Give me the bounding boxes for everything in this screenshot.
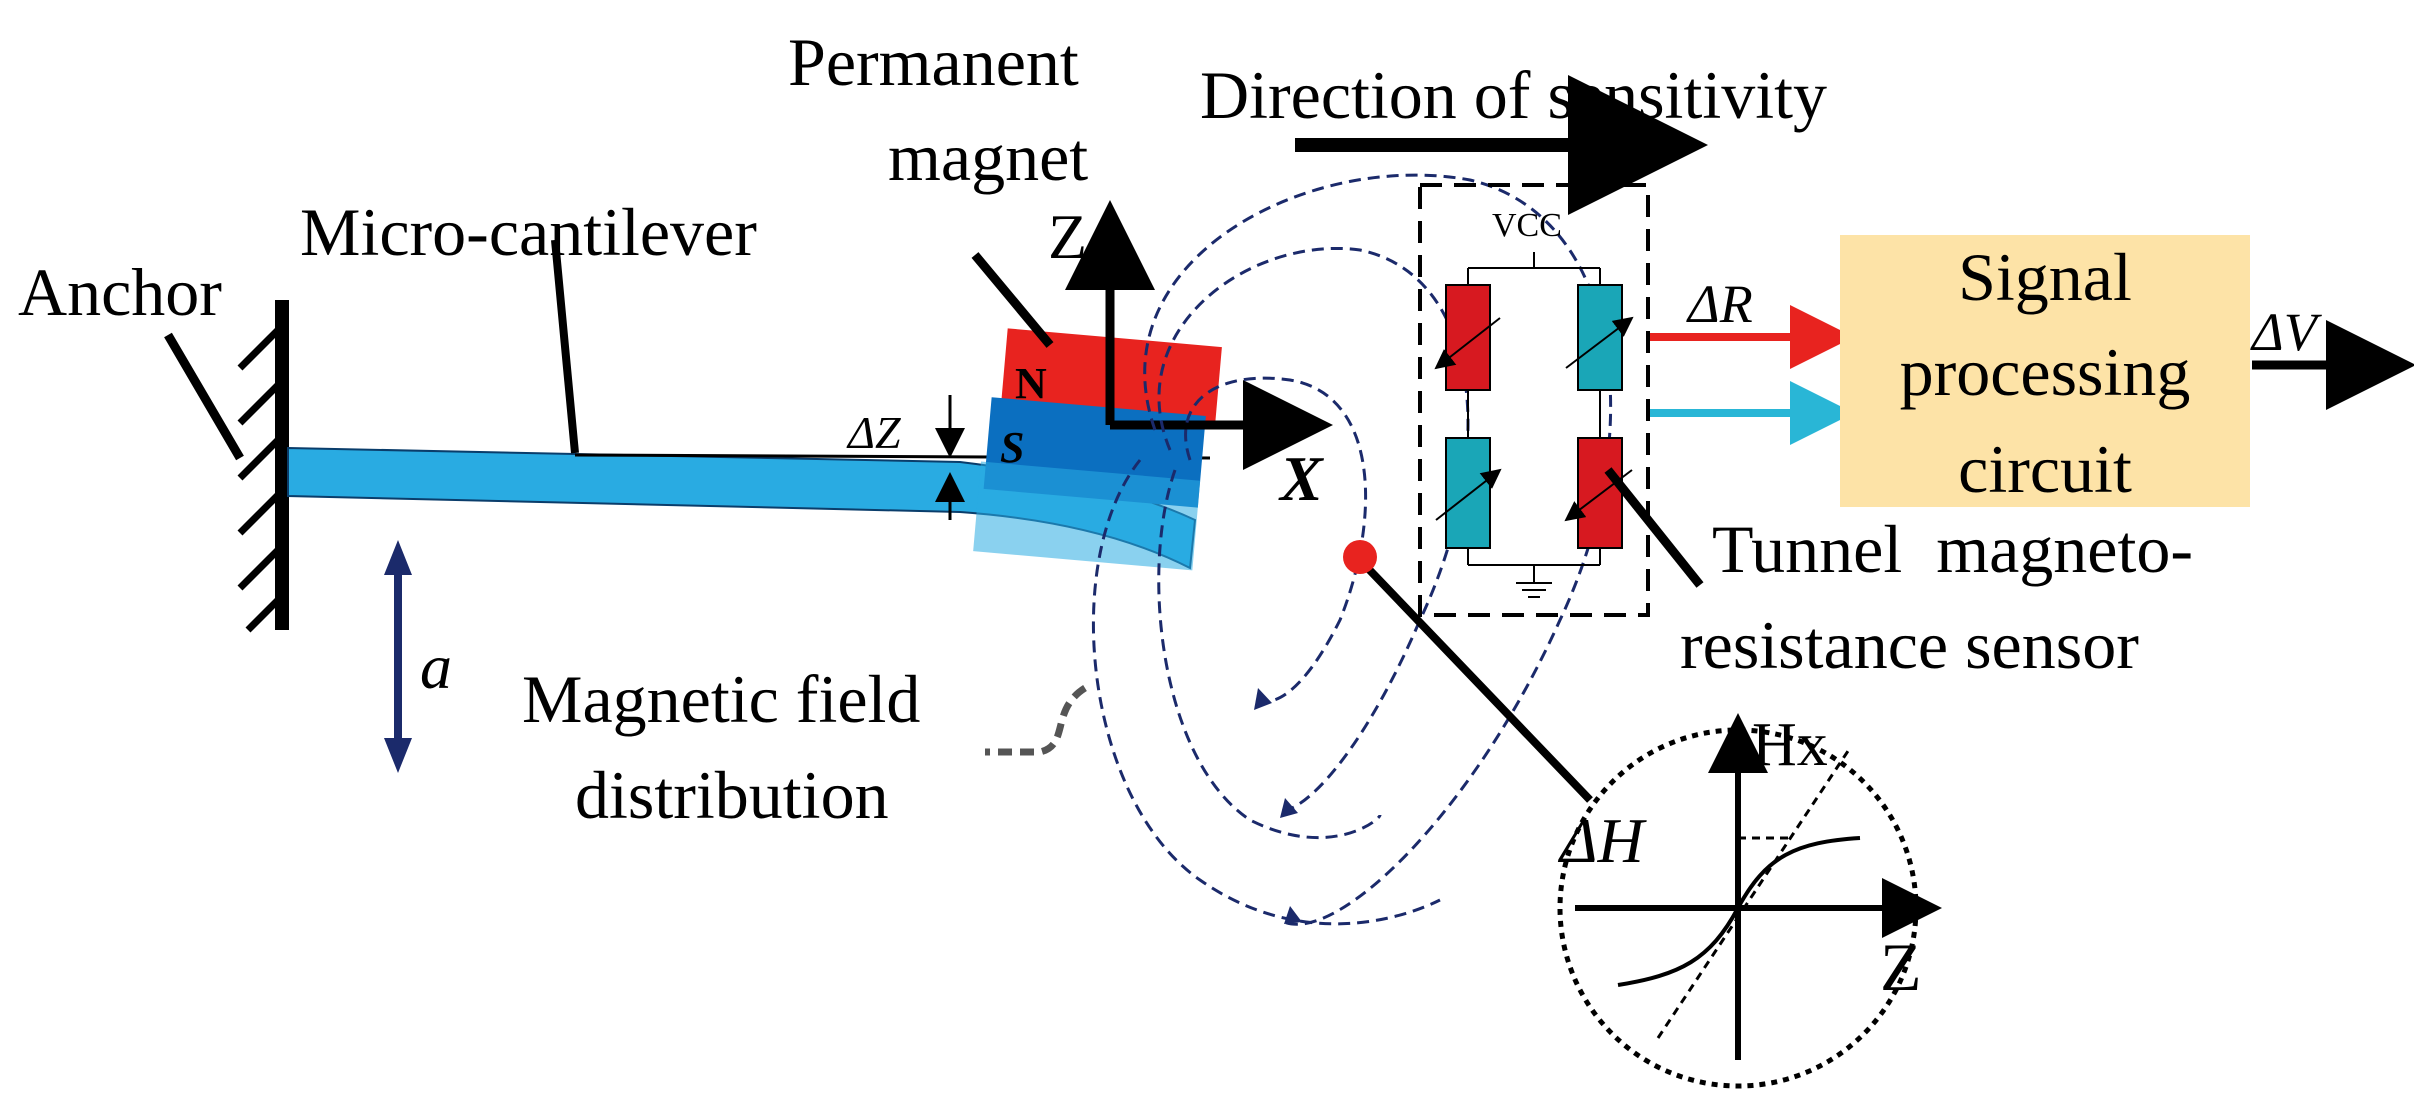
label-vcc: VCC	[1492, 207, 1562, 244]
cantilever-leader-line	[551, 239, 579, 454]
label-hx: Hx	[1752, 711, 1828, 779]
magnet-bottom	[973, 461, 1201, 571]
magnetic-field-lines	[1091, 173, 1613, 926]
wheatstone-bridge	[1467, 252, 1601, 598]
label-south-pole: S	[1000, 423, 1024, 472]
field-label-connector	[985, 685, 1088, 756]
label-anchor: Anchor	[18, 254, 222, 330]
label-delta-z: ΔZ	[846, 407, 901, 458]
field-arrowhead-middle	[1280, 798, 1298, 818]
inset-leader-line	[1357, 557, 1593, 803]
label-x-axis: X	[1278, 443, 1324, 514]
field-arrowhead-outer	[1284, 906, 1302, 924]
anchor-leader-line	[164, 332, 244, 461]
label-magnetic-field-2: distribution	[575, 757, 889, 833]
resistor-top-right	[1577, 284, 1623, 391]
label-magnetic-field-1: Magnetic field	[522, 661, 920, 737]
resistor-top-left	[1445, 284, 1491, 391]
hx-z-inset	[1557, 713, 1942, 1089]
anchor-wall	[237, 300, 289, 633]
label-permanent-magnet-1: Permanent	[788, 24, 1079, 100]
label-acceleration: a	[420, 631, 452, 702]
inset-linear-fit	[1656, 747, 1852, 1039]
label-north-pole: N	[1015, 359, 1047, 408]
label-signal-2: processing	[1900, 334, 2191, 410]
label-signal-3: circuit	[1958, 431, 2132, 507]
tmr-sensor-dashed-box	[1418, 183, 1650, 617]
label-micro-cantilever: Micro-cantilever	[300, 194, 757, 270]
label-inset-z: Z	[1880, 929, 1922, 1005]
field-arrowhead-inner	[1254, 688, 1272, 710]
tmr-leader-line	[1604, 467, 1704, 588]
label-delta-v: ΔV	[2250, 302, 2323, 362]
label-direction-of-sensitivity: Direction of sensitivity	[1200, 57, 1827, 133]
label-tmr-2: resistance sensor	[1680, 607, 2139, 683]
label-z-axis: Z	[1048, 201, 1087, 272]
resistor-tuning-arrows	[1434, 316, 1634, 522]
label-delta-r: ΔR	[1686, 274, 1753, 334]
label-signal-1: Signal	[1958, 239, 2132, 315]
label-delta-h: ΔH	[1557, 805, 1648, 876]
inset-transfer-curve	[1617, 836, 1861, 987]
label-permanent-magnet-2: magnet	[888, 119, 1088, 195]
acceleration-arrow	[384, 540, 412, 773]
magnet-leader-line	[971, 252, 1054, 348]
sensor-point	[1343, 540, 1377, 574]
signal-processing-box	[1840, 235, 2250, 507]
resistor-bottom-left	[1445, 437, 1491, 549]
label-tmr-1: Tunnel magneto-	[1712, 511, 2193, 587]
